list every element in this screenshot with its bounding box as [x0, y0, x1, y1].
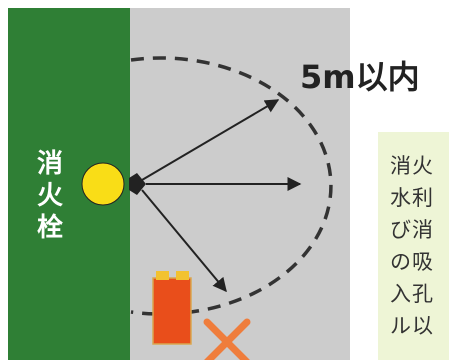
- radius-dashed-arc: [130, 56, 333, 316]
- note-line: 入孔: [390, 282, 434, 306]
- hydrant-point-icon: [129, 173, 146, 195]
- fire-truck-icon: [152, 271, 192, 345]
- note-line: 水利: [390, 186, 434, 210]
- note-line: 消火: [390, 154, 434, 178]
- note-line: ル以: [390, 314, 434, 338]
- note-box: 消火 水利 び消 の吸 入孔 ル以: [378, 132, 449, 360]
- hydrant-label-char: 消: [36, 149, 63, 179]
- hydrant-circle-icon: [81, 162, 125, 206]
- note-line: び消: [390, 218, 434, 242]
- hydrant-label: 消 火 栓: [32, 148, 68, 244]
- distance-label: 5m以内: [300, 58, 420, 96]
- radius-arrow-lower: [141, 189, 227, 293]
- radius-arrow-upper: [141, 99, 280, 181]
- note-line: の吸: [390, 250, 434, 274]
- cross-mark-icon: [203, 318, 251, 360]
- hydrant-label-char: 栓: [36, 213, 63, 243]
- hydrant-label-char: 火: [36, 181, 63, 211]
